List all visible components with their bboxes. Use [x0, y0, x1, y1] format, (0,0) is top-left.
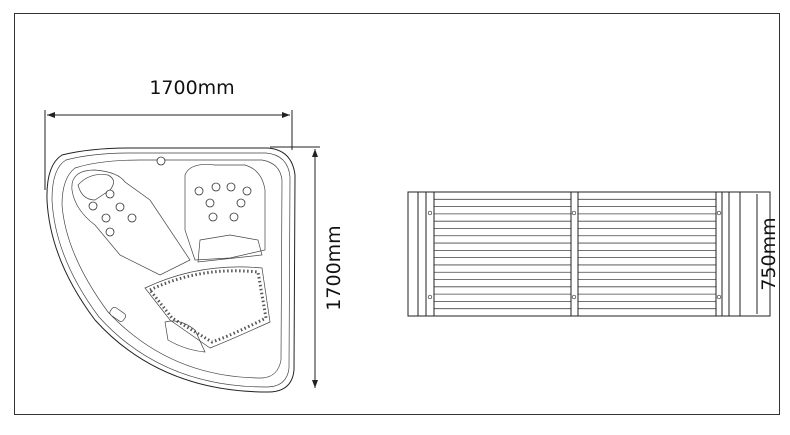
step-seat	[164, 320, 206, 353]
step-screws	[427, 210, 722, 300]
control-panel	[109, 306, 127, 322]
drawing-frame	[14, 13, 780, 415]
left-seat	[71, 169, 191, 276]
width-label: 1700mm	[149, 77, 234, 99]
height-label: 750mm	[758, 217, 780, 290]
right-seat-lip	[197, 234, 263, 263]
depth-label: 1700mm	[323, 225, 345, 310]
step-drawing: 750mm	[407, 191, 780, 317]
tub-basin	[61, 159, 283, 379]
step-outline	[407, 191, 771, 317]
tub-inner-rim	[51, 152, 291, 388]
tub-floor	[144, 266, 271, 349]
corner-tub-drawing: 1700mm 1700mm	[44, 77, 345, 393]
left-headrest	[77, 174, 114, 201]
tub-outer-rim	[46, 147, 296, 393]
step-posts	[417, 192, 741, 316]
step-slats	[434, 198, 716, 310]
anti-slip-pattern	[147, 269, 268, 344]
right-seat	[184, 164, 266, 261]
massage-jets	[88, 156, 252, 237]
